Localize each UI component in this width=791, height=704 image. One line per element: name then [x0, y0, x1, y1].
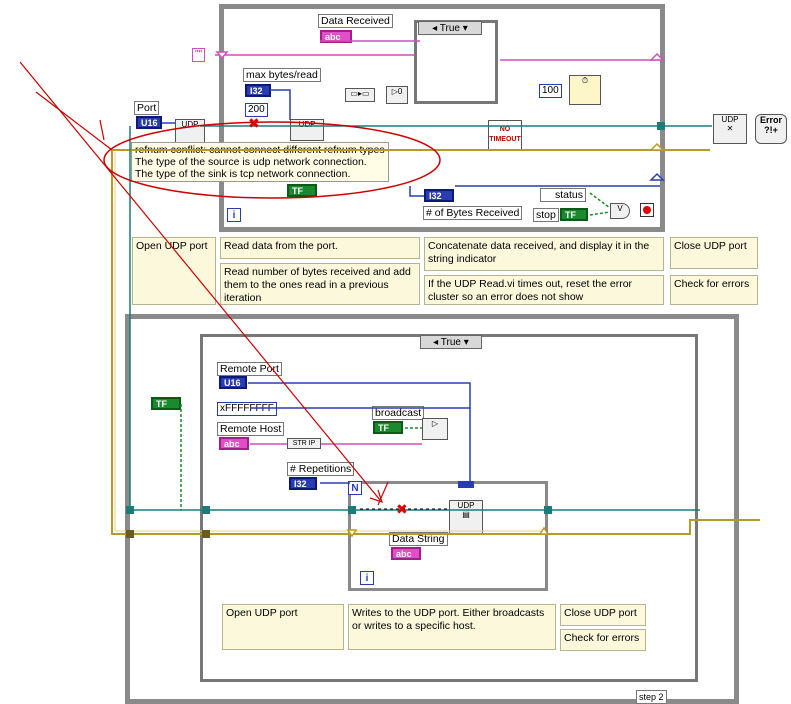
max-bytes-constant[interactable]: 200 [245, 103, 268, 117]
data-string-label: Data String [389, 532, 448, 546]
bytes-received-label: # of Bytes Received [423, 206, 523, 220]
comment-open-udp-bottom: Open UDP port [222, 604, 344, 650]
comment-read-bytes: Read number of bytes received and add th… [220, 263, 420, 305]
annotation-arrow-3 [99, 119, 105, 141]
repetitions-label: # Repetitions [287, 462, 355, 476]
wait-ms-icon[interactable]: ⏱ [569, 75, 601, 105]
annotation-arrow-2 [35, 91, 113, 151]
comment-writes-udp: Writes to the UDP port. Either broadcast… [348, 604, 556, 650]
bottom-case-selector[interactable]: ◂ True ▾ [420, 335, 482, 349]
status-label: status [540, 188, 587, 202]
bottom-iteration-terminal: i [360, 571, 374, 585]
remote-port-control[interactable]: U16 [219, 376, 247, 389]
no-timeout-box[interactable]: NO TIMEOUT [488, 120, 522, 150]
or-gate[interactable]: V [610, 203, 630, 219]
port-label: Port [134, 101, 160, 115]
remote-port-label: Remote Port [217, 362, 282, 376]
bool-control[interactable]: TF [287, 184, 317, 197]
remote-host-control[interactable]: abc [219, 437, 249, 450]
comment-check-errors-top: Check for errors [670, 275, 758, 305]
bottom-case-selector-label: True [440, 337, 461, 348]
udp-open-node[interactable]: UDP [175, 119, 205, 143]
stop-label: stop [533, 208, 559, 222]
add-node[interactable]: ▷0 [386, 86, 408, 104]
data-string-control[interactable]: abc [391, 547, 421, 560]
stop-circle-icon [643, 206, 651, 214]
comment-check-errors-bottom: Check for errors [560, 629, 646, 651]
for-loop-n-terminal[interactable]: N [348, 481, 362, 495]
step-label: step 2 [636, 690, 667, 704]
string-to-ip-node[interactable]: STR IP [287, 438, 321, 449]
refnum-error-line2: The type of the source is udp network co… [135, 156, 367, 168]
broadcast-address-constant[interactable]: xFFFFFFFF [217, 402, 277, 416]
concat-node[interactable]: ▭▸▭ [345, 88, 375, 102]
top-case-selector[interactable]: ◂ True ▾ [418, 21, 482, 35]
outer-bool-control[interactable]: TF [151, 397, 181, 410]
repetitions-control[interactable]: I32 [289, 477, 317, 490]
data-received-label: Data Received [318, 14, 393, 28]
stop-control[interactable]: TF [560, 208, 588, 221]
empty-string-constant[interactable]: "" [192, 48, 206, 62]
port-control[interactable]: U16 [136, 116, 162, 129]
select-node[interactable]: ▷ [422, 418, 448, 440]
max-bytes-label: max bytes/read [243, 68, 321, 82]
broadcast-control[interactable]: TF [373, 421, 403, 434]
remote-host-label: Remote Host [217, 422, 285, 436]
comment-open-udp-top: Open UDP port [132, 237, 216, 305]
stop-condition-icon[interactable] [640, 203, 654, 217]
refnum-error-tooltip: refnum conflict: cannot connect differen… [131, 142, 389, 182]
comment-concatenate: Concatenate data received, and display i… [424, 237, 664, 271]
refnum-error-line3: The type of the sink is tcp network conn… [135, 168, 351, 180]
bottom-for-loop[interactable] [348, 481, 548, 591]
refnum-error-line1: refnum conflict: cannot connect differen… [135, 144, 385, 156]
udp-read-node[interactable]: UDP [290, 119, 324, 141]
top-iteration-terminal: i [227, 208, 241, 222]
comment-close-udp-top: Close UDP port [670, 237, 758, 269]
max-bytes-control[interactable]: I32 [245, 84, 271, 97]
comment-timeout-reset: If the UDP Read.vi times out, reset the … [424, 275, 664, 305]
timeout-constant[interactable]: 100 [539, 84, 562, 98]
comment-close-udp-bottom: Close UDP port [560, 604, 646, 626]
top-case-selector-label: True [439, 23, 460, 34]
data-received-indicator[interactable]: abc [320, 30, 352, 43]
comment-read-data: Read data from the port. [220, 237, 420, 259]
no-timeout-text: NO TIMEOUT [489, 126, 521, 143]
broadcast-label: broadcast [372, 406, 425, 420]
error-handler-node[interactable]: Error?!+ [755, 114, 787, 144]
bytes-received-indicator[interactable]: I32 [424, 189, 454, 202]
udp-close-node[interactable]: UDP✕ [713, 114, 747, 144]
udp-write-node[interactable]: UDP▤ [449, 500, 483, 534]
